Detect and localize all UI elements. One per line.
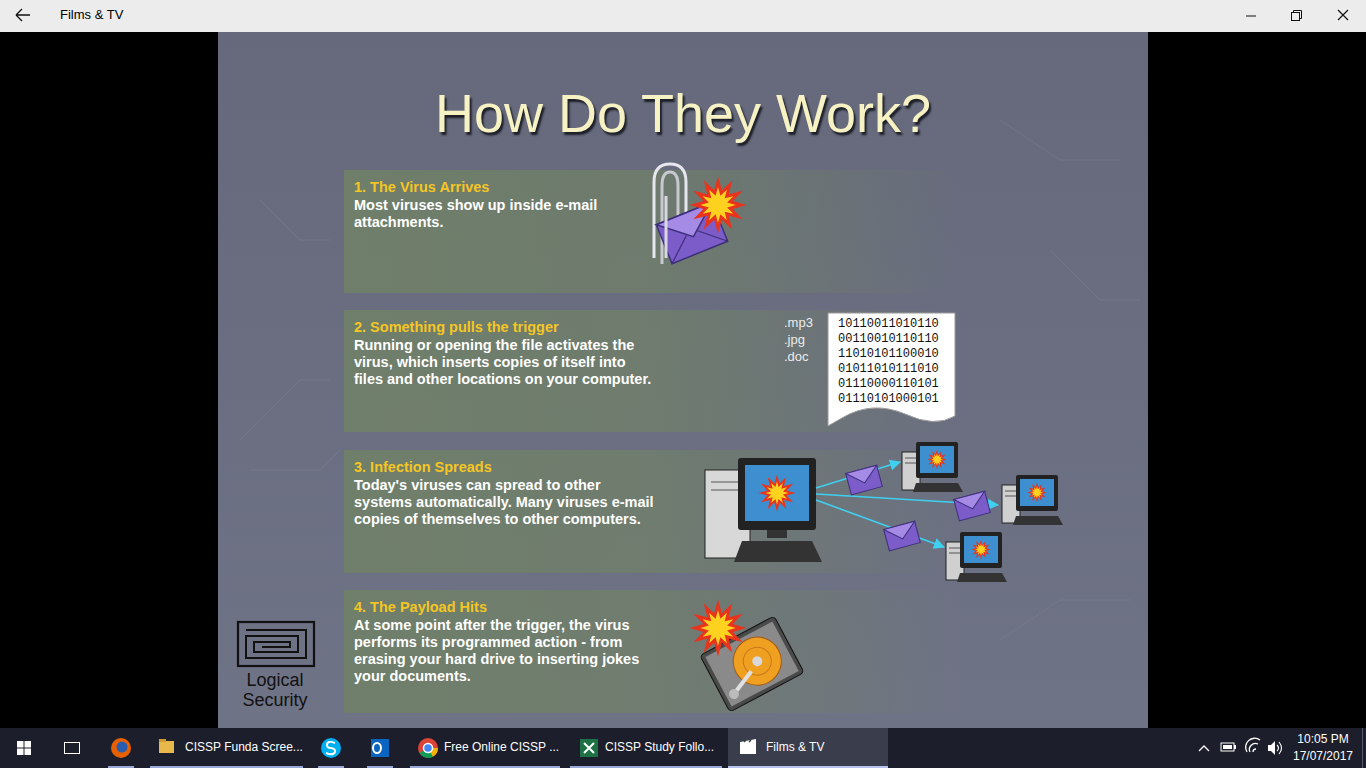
binary-line: 01011010111010 [838,362,939,376]
label-slot: 10:05 PM [1283,732,1363,746]
clock-date: 17/07/2017 [1283,749,1363,763]
label-slot: 00110010110110 [838,332,939,346]
binary-line: 00110010110110 [838,332,939,346]
step-heading: 2. Something pulls the trigger [354,319,654,336]
label-slot: CISSP Study Follo... [605,740,714,754]
taskbar-item: CISSP Funda Scree... [185,740,303,754]
step-text: Most viruses show up inside e-mail attac… [354,197,654,231]
label-slot: .mp3 [784,315,813,331]
label-slot: 01011010111010 [838,362,939,376]
step-text: Today's viruses can spread to other syst… [354,477,654,528]
label-slot: CISSP Funda Scree... [185,740,303,754]
step-heading: 3. Infection Spreads [354,459,654,476]
label-slot: Films & TV [766,740,824,754]
label-slot: 10110011010110 [838,317,939,331]
label-slot: Logical Security [230,670,320,710]
window-title: Films & TV [60,7,123,23]
label-slot: .doc [784,349,809,365]
step-band: 1. The Virus ArrivesMost viruses show up… [344,170,959,293]
step-band: 4. The Payload HitsAt some point after t… [344,590,959,713]
label-slot: .jpg [784,332,805,348]
clock-time: 10:05 PM [1283,732,1363,746]
taskbar-item: Free Online CISSP ... [444,740,559,754]
label-slot: Films & TV [60,7,123,23]
binary-line: 11010101100010 [838,347,939,361]
label-slot: 01110101000101 [838,392,939,406]
step-text: Running or opening the file activates th… [354,337,654,388]
taskbar-item: CISSP Study Follo... [605,740,714,754]
binary-line: 01110101000101 [838,392,939,406]
label-slot: 11010101100010 [838,347,939,361]
slide-title: How Do They Work? [218,82,1148,144]
step-text: At some point after the trigger, the vir… [354,617,654,685]
step-heading: 1. The Virus Arrives [354,179,654,196]
taskbar-item: Films & TV [766,740,824,754]
binary-line: 10110011010110 [838,317,939,331]
file-extension: .doc [784,349,809,365]
label-slot: 17/07/2017 [1283,749,1363,763]
label-slot: 01110000110101 [838,377,939,391]
label-slot: Free Online CISSP ... [444,740,559,754]
binary-line: 01110000110101 [838,377,939,391]
title-slot: How Do They Work? [218,82,1148,144]
logo-text: Logical Security [230,670,320,710]
step-heading: 4. The Payload Hits [354,599,654,616]
file-extension: .mp3 [784,315,813,331]
file-extension: .jpg [784,332,805,348]
